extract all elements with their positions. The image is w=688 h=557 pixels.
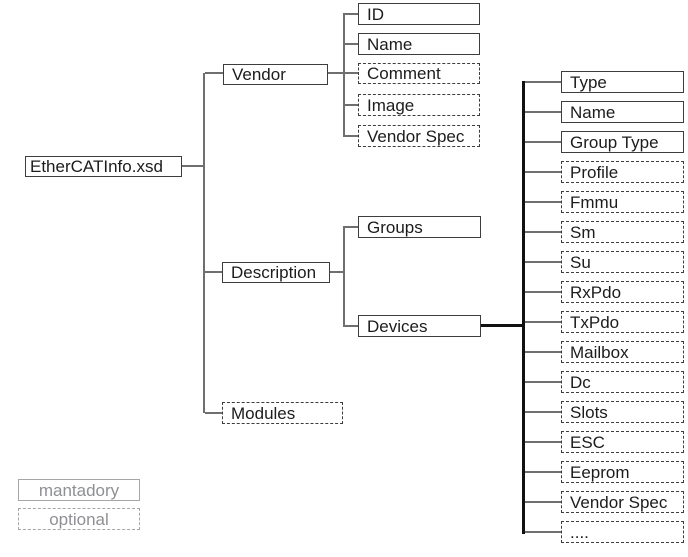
node-fmmu: Fmmu <box>561 191 684 213</box>
connector-line <box>343 226 345 327</box>
connector-line <box>525 531 561 533</box>
connector-line <box>345 13 358 15</box>
connector-line <box>328 72 344 74</box>
connector-line <box>481 324 525 327</box>
legend-item-optional: optional <box>18 508 140 530</box>
connector-line <box>525 471 561 473</box>
connector-line <box>525 351 561 353</box>
connector-line <box>345 135 358 137</box>
connector-line <box>345 43 358 45</box>
connector-line <box>525 111 561 113</box>
node-vendorspec2: Vendor Spec <box>561 491 684 513</box>
connector-line <box>345 325 358 327</box>
connector-line <box>525 441 561 443</box>
node-txpdo: TxPdo <box>561 311 684 333</box>
connector-line <box>525 81 561 83</box>
node-rxpdo: RxPdo <box>561 281 684 303</box>
connector-line <box>525 201 561 203</box>
node-id: ID <box>358 3 480 25</box>
connector-line <box>205 72 223 74</box>
connector-line <box>182 165 204 167</box>
node-grouptype: Group Type <box>561 131 684 153</box>
node-slots: Slots <box>561 401 684 423</box>
connector-line <box>525 381 561 383</box>
node-mailbox: Mailbox <box>561 341 684 363</box>
connector-line <box>525 261 561 263</box>
connector-line <box>525 231 561 233</box>
connector-line <box>525 141 561 143</box>
node-name2: Name <box>561 101 684 123</box>
node-comment: Comment <box>358 63 480 84</box>
connector-line <box>330 271 344 273</box>
node-image: Image <box>358 94 480 116</box>
connector-line <box>205 412 222 414</box>
node-profile: Profile <box>561 161 684 183</box>
node-devices: Devices <box>358 315 481 337</box>
connector-line <box>343 13 345 137</box>
node-vendor: Vendor <box>223 64 328 85</box>
node-dc: Dc <box>561 371 684 393</box>
connector-line <box>525 171 561 173</box>
node-type: Type <box>561 71 684 93</box>
node-groups: Groups <box>358 216 481 238</box>
legend-item-mandatory: mantadory <box>18 479 140 501</box>
connector-line <box>205 271 222 273</box>
node-dots: .... <box>561 521 684 543</box>
node-su: Su <box>561 251 684 273</box>
connector-line <box>522 81 525 534</box>
connector-line <box>345 72 358 74</box>
node-modules: Modules <box>222 402 343 424</box>
connector-line <box>525 321 561 323</box>
node-root: EtherCATInfo.xsd <box>25 156 182 177</box>
node-sm: Sm <box>561 221 684 243</box>
node-name1: Name <box>358 33 480 55</box>
connector-line <box>525 501 561 503</box>
node-esc: ESC <box>561 431 684 453</box>
node-eeprom: Eeprom <box>561 461 684 483</box>
connector-line <box>525 291 561 293</box>
connector-line <box>525 411 561 413</box>
node-vendorspec1: Vendor Spec <box>358 125 480 147</box>
connector-line <box>345 104 358 106</box>
connector-line <box>203 73 205 413</box>
node-description: Description <box>222 262 330 283</box>
connector-line <box>345 226 358 228</box>
